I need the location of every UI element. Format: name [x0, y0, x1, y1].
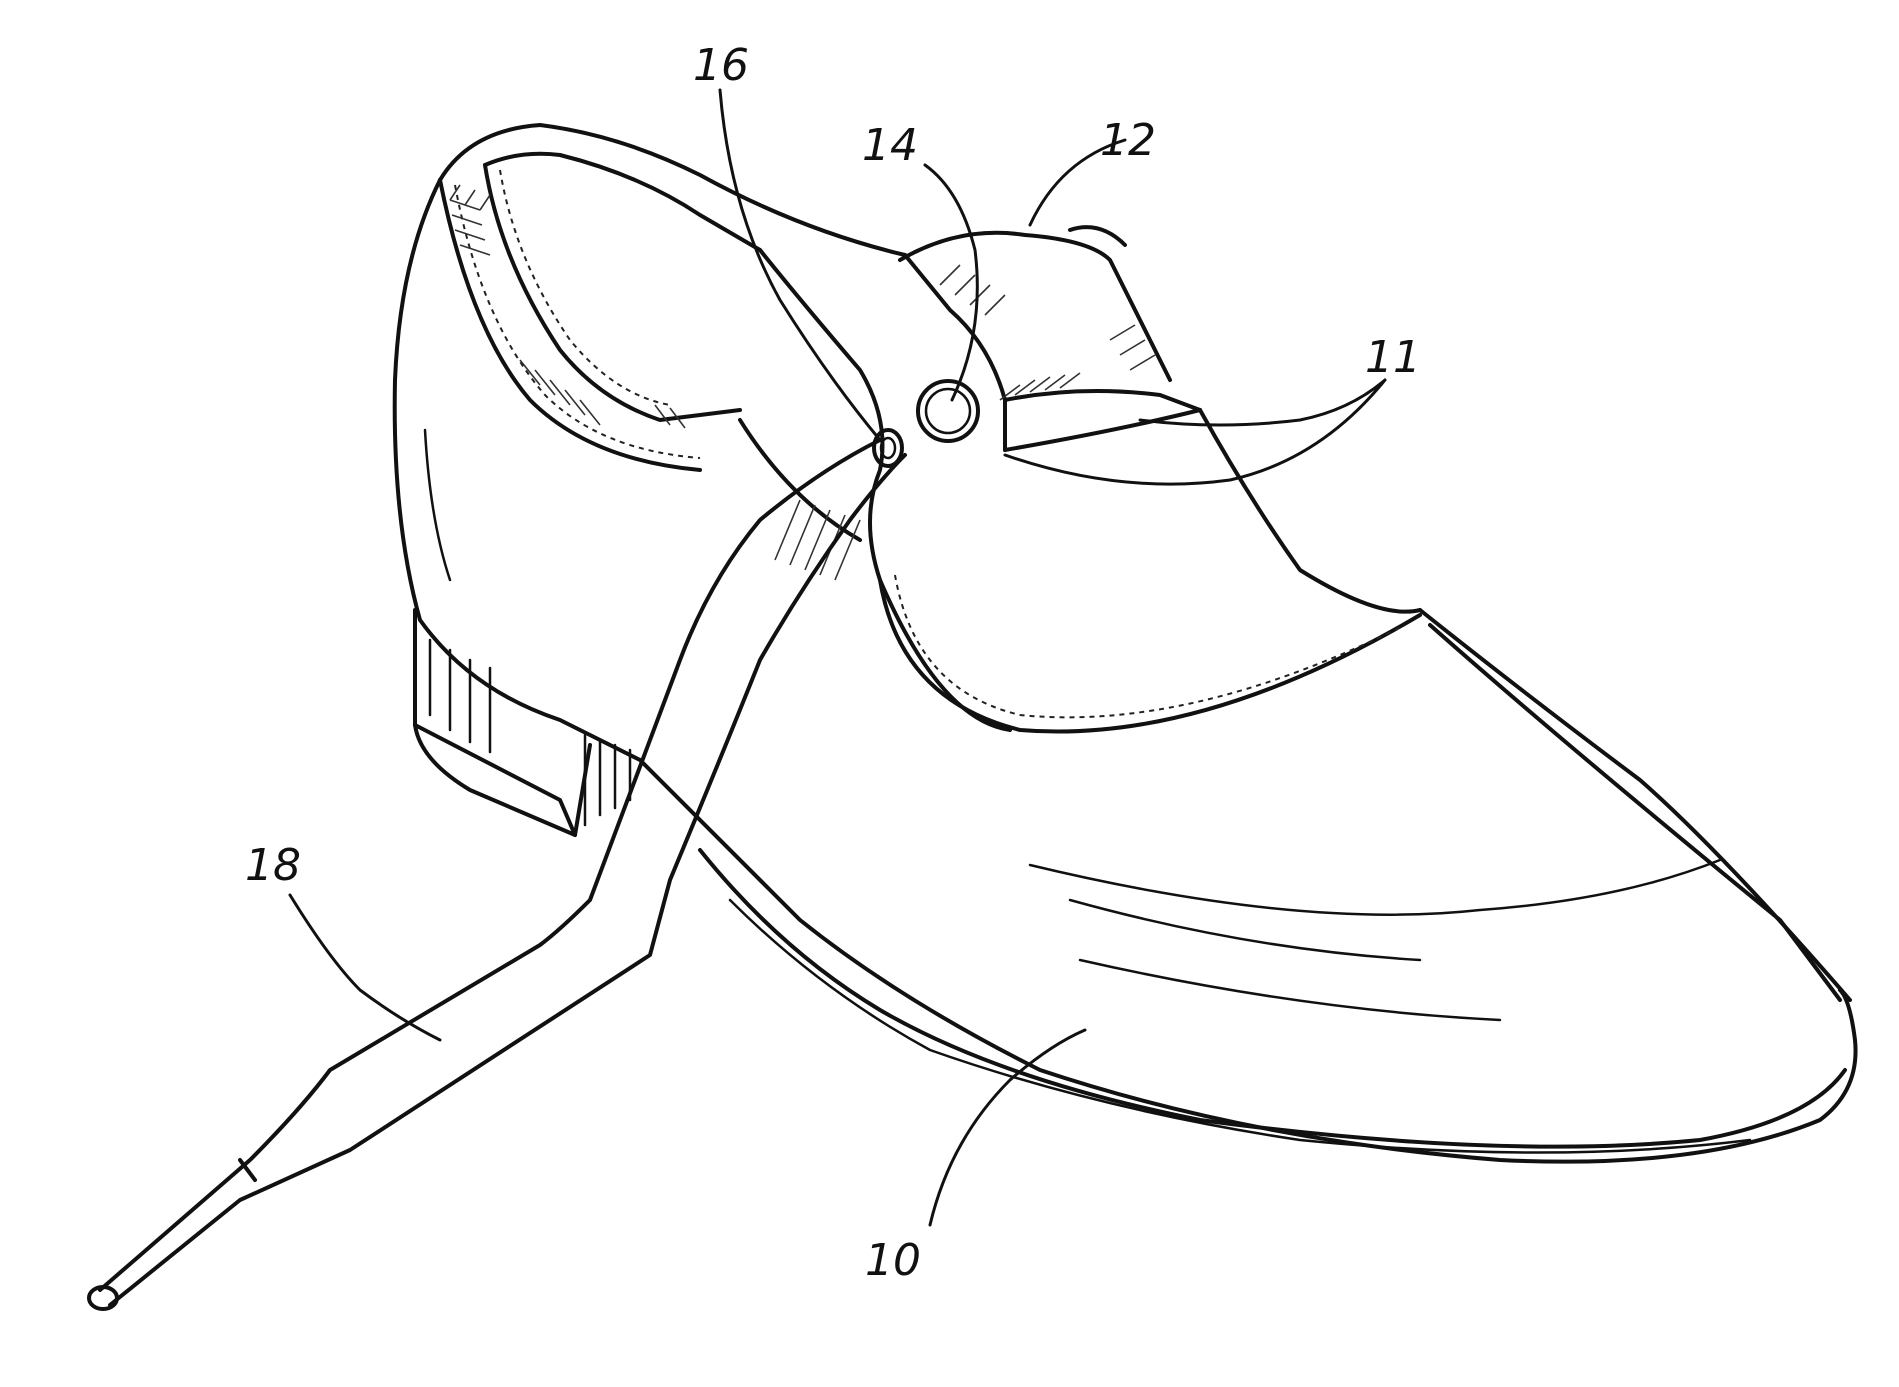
sole: [638, 758, 1858, 1164]
leader-lines: [288, 88, 1387, 1227]
collar: [438, 123, 907, 472]
label-16: 16: [693, 40, 749, 91]
leader-10: [928, 1028, 1087, 1227]
leader-18: [288, 893, 442, 1042]
label-12: 12: [1100, 115, 1156, 166]
leader-14: [923, 163, 979, 402]
leader-11: [1003, 378, 1387, 486]
label-10: 10: [865, 1235, 921, 1286]
reference-numerals: 16 14 12 11 18 10: [245, 40, 1421, 1286]
strap: [898, 225, 1202, 452]
leader-12: [1028, 138, 1127, 227]
lace: [87, 438, 907, 1311]
leader-16: [718, 88, 882, 442]
label-14: 14: [862, 120, 918, 171]
label-18: 18: [245, 840, 301, 891]
vamp: [738, 248, 1852, 1002]
heel-counter: [392, 178, 642, 762]
eyelet: [872, 428, 904, 468]
button: [916, 379, 980, 443]
heel: [413, 608, 632, 837]
label-11: 11: [1365, 332, 1421, 383]
